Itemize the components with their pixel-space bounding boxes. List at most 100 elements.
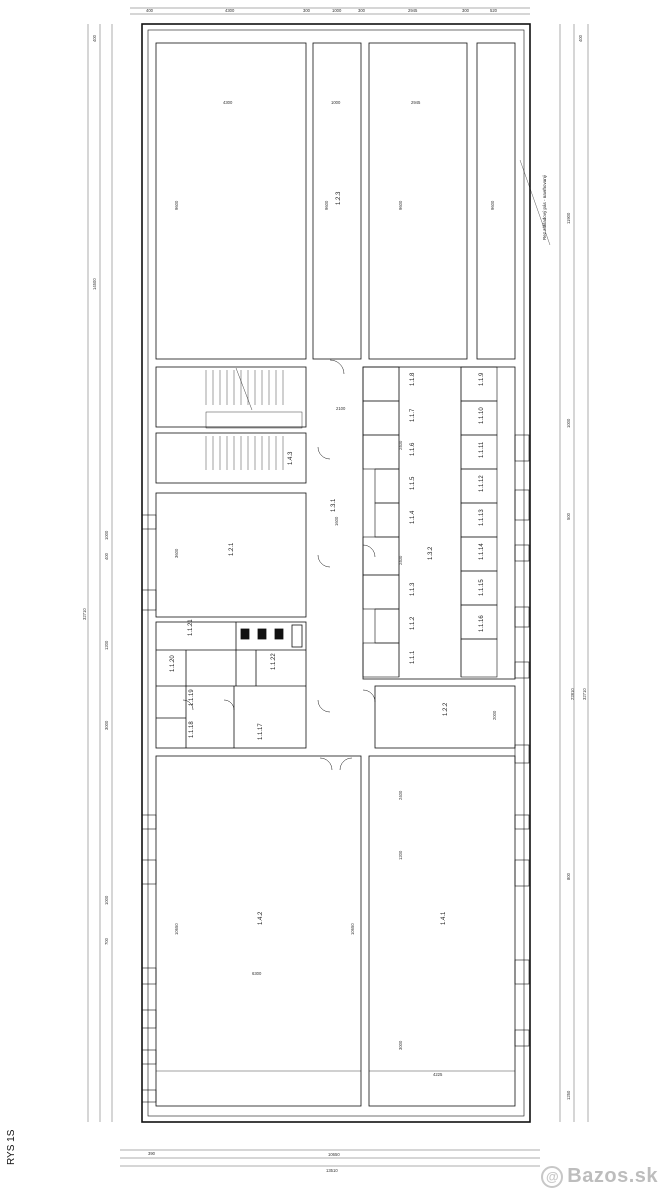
room-label: 1.1.7: [410, 408, 416, 422]
dim-inner: 1200: [398, 850, 403, 860]
dim-inner: 1600: [334, 516, 339, 526]
room-labels: 1.2.3 1.4.3 1.3.1 1.2.1 1.1.21 1.1.22 1.…: [170, 191, 485, 925]
dimension-texts: 400 4300 300 1000 300 2945 300 520 390 1…: [82, 8, 587, 1173]
room-label: 1.4.2: [258, 911, 264, 925]
dim-top: 300: [358, 8, 366, 13]
room-label: 1.4.3: [288, 451, 294, 465]
dim-inner: 3000: [398, 1040, 403, 1050]
dim-top: 520: [490, 8, 498, 13]
window-niches: [141, 434, 530, 1103]
stair-room-upper: [155, 366, 307, 428]
room-label: 1.1.9: [479, 372, 485, 386]
dim-right: 1000: [566, 418, 571, 428]
room-label: 1.1.14: [479, 543, 485, 560]
room-label: 1.1.20: [170, 655, 176, 672]
room-label: 1.1.3: [410, 582, 416, 596]
dimension-lines: [87, 7, 589, 1167]
room-top-4: [476, 42, 516, 360]
dim-left: 14500: [92, 278, 97, 290]
dim-inner: 2400: [398, 440, 403, 450]
room-label: 1.1.11: [479, 441, 485, 458]
room-block-lower-left: [155, 621, 307, 749]
watermark-text: Bazos.sk: [567, 1165, 658, 1187]
room-label: 1.4.1: [441, 911, 447, 925]
dim-left: 700: [104, 937, 109, 945]
room-label: 1.1.18: [189, 721, 195, 738]
room-label: 1.1.2: [410, 616, 416, 630]
dim-top: 300: [462, 8, 470, 13]
watermark: @ Bazos.sk: [541, 1165, 658, 1188]
room-label: 1.1.15: [479, 579, 485, 596]
dim-left: 400: [92, 34, 97, 42]
dim-right: 22810: [570, 688, 575, 700]
room-label: 1.2.3: [336, 191, 342, 205]
dim-left: 3000: [104, 720, 109, 730]
room-label: 1.1.10: [479, 407, 485, 424]
room-label: 1.1.6: [410, 442, 416, 456]
dim-left: 32710: [82, 608, 87, 620]
room-label: 1.3.1: [331, 498, 337, 512]
wc-fixtures: [240, 624, 303, 648]
dim-inner: 9600: [490, 200, 495, 210]
room-label: 1.1.16: [479, 615, 485, 632]
dim-inner: 2945: [411, 100, 421, 105]
room-1-4-2: [155, 755, 362, 1107]
dim-right: 32710: [582, 688, 587, 700]
cell-block: [362, 366, 516, 680]
room-top-3: [368, 42, 468, 360]
dim-inner: 10650: [174, 923, 179, 935]
door-swings: [182, 359, 376, 771]
dim-inner: 10650: [350, 923, 355, 935]
dim-inner: 2400: [398, 555, 403, 565]
room-label: 1.1.19: [189, 689, 195, 706]
dim-left: 400: [104, 552, 109, 560]
room-label: 1.2.1: [229, 542, 235, 556]
dim-top: 1000: [332, 8, 342, 13]
dim-bottom: 10650: [328, 1152, 340, 1157]
room-label: 1.1.4: [410, 510, 416, 524]
inner-outline: [147, 29, 525, 1117]
dim-right: 500: [566, 512, 571, 520]
room-label: 1.1.22: [271, 653, 277, 670]
stair-room-lower: [155, 432, 307, 484]
dim-left: 1200: [104, 640, 109, 650]
room-label: 1.1.12: [479, 475, 485, 492]
bazos-logo-icon: @: [541, 1165, 564, 1188]
dim-top: 400: [146, 8, 154, 13]
room-label: 1.1.5: [410, 476, 416, 490]
foundation-note: Rez základový pás - navrhovaný: [542, 174, 547, 240]
stair-treads: [205, 367, 303, 470]
room-label: 1.1.13: [479, 509, 485, 526]
drawing-title: RYS 1S: [6, 1129, 17, 1165]
dim-inner: 4300: [223, 100, 233, 105]
dim-bottom: 390: [148, 1151, 156, 1156]
dim-top: 300: [303, 8, 311, 13]
dim-inner: 6300: [252, 971, 262, 976]
dim-inner: 9600: [324, 200, 329, 210]
room-label: 1.1.1: [410, 650, 416, 664]
dim-right: 1250: [566, 1090, 571, 1100]
dim-inner: 4225: [433, 1072, 443, 1077]
room-label: 1.2.2: [443, 702, 449, 716]
dim-top: 2945: [408, 8, 418, 13]
dim-left: 1000: [104, 895, 109, 905]
room-label: 1.1.17: [258, 723, 264, 740]
dim-inner: 3600: [174, 548, 179, 558]
room-label: 1.1.8: [410, 372, 416, 386]
room-top-1: [155, 42, 307, 360]
room-1-2-2: [374, 685, 516, 749]
dim-inner: 1000: [331, 100, 341, 105]
room-top-2: [312, 42, 362, 360]
dim-right: 11900: [566, 212, 571, 224]
dim-right: 800: [566, 872, 571, 880]
room-label: 1.3.2: [428, 546, 434, 560]
dim-top: 4300: [225, 8, 235, 13]
dim-inner: 2100: [336, 406, 346, 411]
room-1-2-1: [155, 492, 307, 618]
dim-inner: 9600: [398, 200, 403, 210]
dim-left: 1000: [104, 530, 109, 540]
dim-bottom: 13510: [326, 1168, 338, 1173]
dim-right: 400: [578, 34, 583, 42]
dim-inner: 9600: [174, 200, 179, 210]
